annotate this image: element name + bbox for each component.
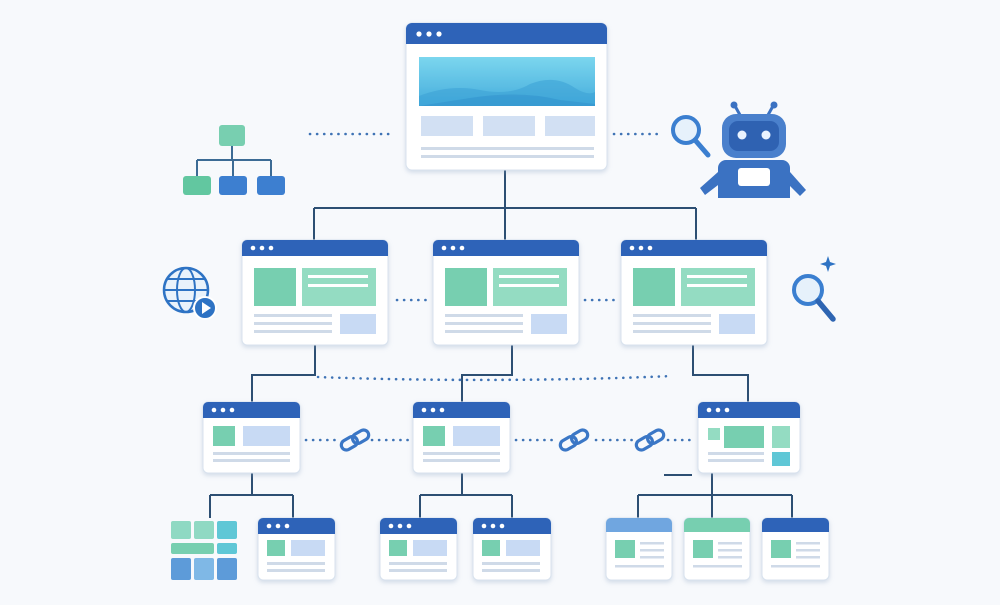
level4-page-window bbox=[605, 517, 673, 581]
link-chain-icon bbox=[634, 428, 666, 452]
connector-level3b-to-children bbox=[419, 473, 513, 518]
level4-page-window bbox=[472, 517, 552, 581]
level2-page-window bbox=[432, 239, 580, 346]
level3-page-window bbox=[412, 401, 511, 474]
level3-page-window bbox=[697, 401, 801, 474]
connector-level2b-to-child bbox=[461, 345, 513, 402]
tree-connectors bbox=[209, 170, 793, 518]
connector-level3c-to-children bbox=[637, 473, 793, 518]
level2-page-window bbox=[620, 239, 768, 346]
dotted-links bbox=[304, 132, 696, 442]
magnifier-icon bbox=[671, 115, 711, 158]
globe-play-icon bbox=[162, 266, 217, 320]
connector-root-to-level2 bbox=[313, 170, 697, 240]
connector-level2c-to-child bbox=[692, 345, 749, 402]
content-grid-icon bbox=[171, 521, 237, 580]
level4-page-window bbox=[379, 517, 458, 581]
level4-page-window bbox=[257, 517, 336, 581]
link-chain-icon bbox=[558, 428, 590, 452]
level4-page-window bbox=[761, 517, 830, 581]
root-hero-banner bbox=[419, 57, 595, 106]
root-page-window bbox=[405, 22, 608, 171]
dotted-link-cross-level bbox=[316, 374, 674, 382]
root-page-titlebar bbox=[406, 23, 607, 44]
robot-crawler-icon bbox=[700, 101, 806, 198]
sitemap-icon bbox=[183, 125, 285, 195]
link-chain-icon bbox=[339, 428, 371, 452]
level3-page-window bbox=[202, 401, 301, 474]
connector-level2a-to-child bbox=[251, 345, 316, 402]
sparkle-magnifier-icon bbox=[792, 256, 836, 322]
connector-level3a-to-children bbox=[209, 473, 294, 518]
level2-page-window bbox=[241, 239, 389, 346]
level4-page-window bbox=[683, 517, 751, 581]
